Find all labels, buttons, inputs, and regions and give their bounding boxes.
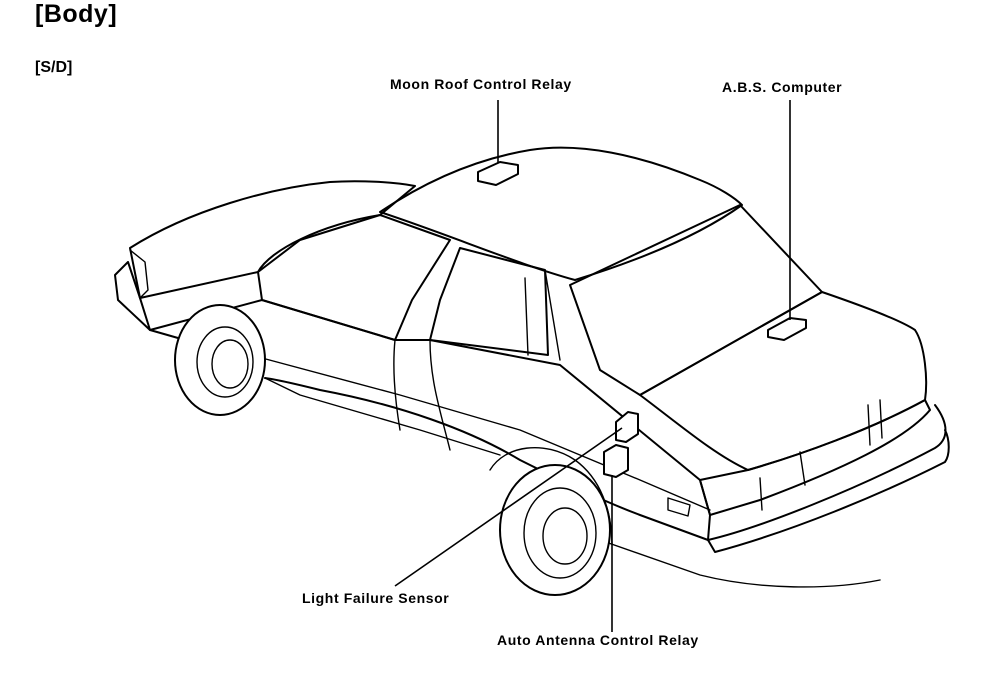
- auto-antenna-relay-box: [603, 444, 629, 478]
- front-hubcap: [196, 326, 254, 398]
- page-subtitle: [S/D]: [35, 59, 73, 76]
- rear-bumper: [707, 404, 950, 553]
- leader-lines: [394, 100, 791, 632]
- rear-door-window: [429, 247, 549, 356]
- front-window: [257, 214, 451, 341]
- rear-wheel: [499, 464, 611, 596]
- door-cut-lines: [393, 339, 451, 451]
- rear-hubcap: [523, 487, 597, 579]
- page-title: [Body]: [35, 0, 118, 28]
- label-moon-roof-control-relay: Moon Roof Control Relay: [390, 76, 572, 92]
- rear-panel: [699, 399, 931, 516]
- abs-computer-box: [767, 317, 807, 341]
- trunk-lid: [639, 291, 928, 471]
- rear-hub-center: [542, 507, 588, 565]
- label-light-failure-sensor: Light Failure Sensor: [302, 590, 450, 606]
- tail-lamp-dividers: [759, 399, 883, 511]
- rocker-line: [264, 377, 881, 588]
- window-frame: [524, 269, 561, 361]
- moon-roof-relay-box: [477, 161, 519, 186]
- light-failure-sensor-box: [615, 411, 639, 443]
- car-body: [114, 146, 950, 596]
- label-auto-antenna-control-relay: Auto Antenna Control Relay: [497, 632, 699, 648]
- front-wheel: [174, 304, 266, 416]
- front-lamp: [129, 249, 149, 299]
- label-abs-computer: A.B.S. Computer: [722, 79, 843, 95]
- hood-outline: [129, 180, 416, 299]
- front-hub-center: [211, 339, 249, 389]
- leader-light-failure: [394, 427, 623, 587]
- rear-side-lamp: [667, 497, 691, 517]
- side-body: [149, 299, 711, 541]
- roof-outline: [379, 146, 743, 281]
